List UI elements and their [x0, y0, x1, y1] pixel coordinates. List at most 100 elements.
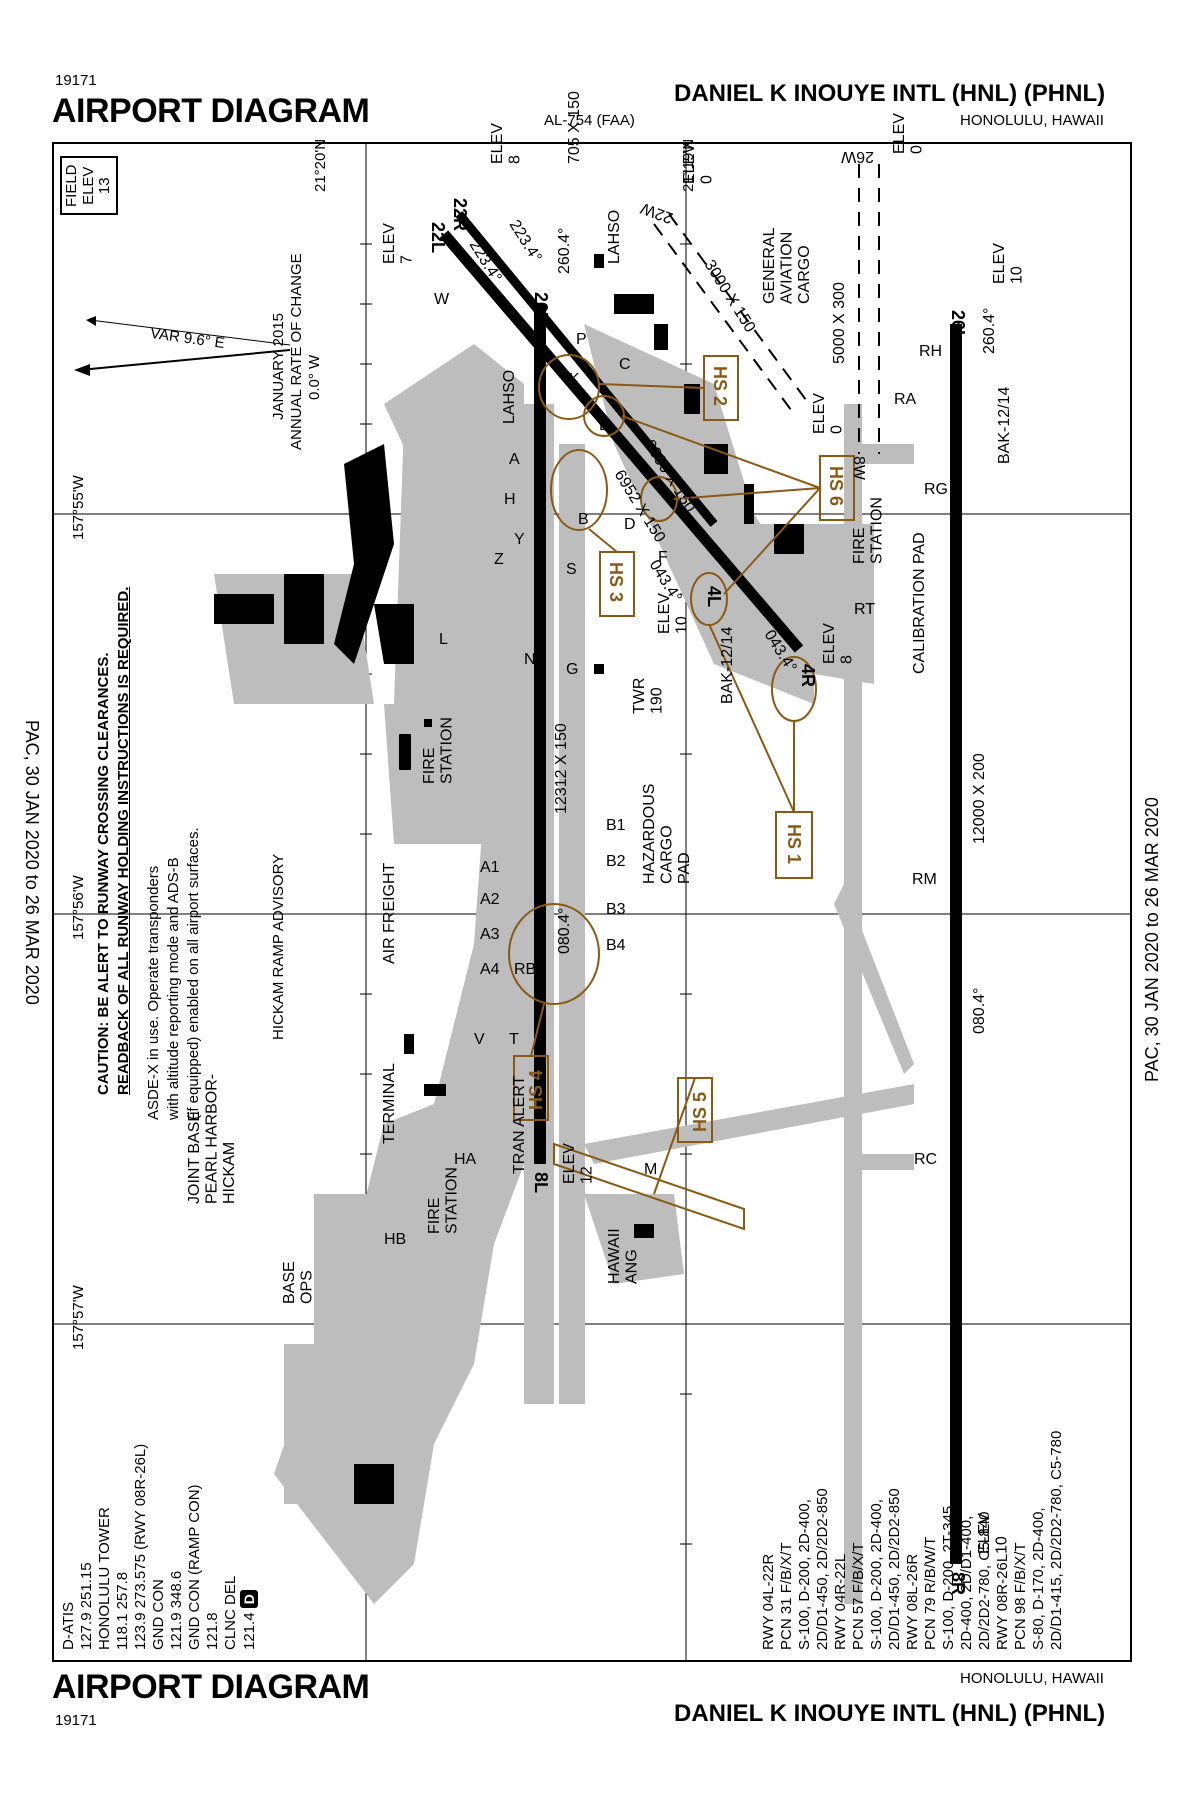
- rwy-8r-label: 8R: [948, 1572, 968, 1595]
- variation-arrows: [74, 316, 291, 376]
- hs1-leader-b: [708, 623, 795, 813]
- freq-ramp-value: 121.8: [204, 1612, 221, 1650]
- rwy-info-04l: RWY 04L-22R: [760, 1553, 777, 1650]
- taxiway-d-label: D: [624, 516, 636, 533]
- taxiway-v-label: V: [474, 1031, 485, 1048]
- lon-2: 157°56'W: [70, 875, 87, 940]
- terminal-building-1: [334, 444, 394, 664]
- cargo-bldg-3: [654, 324, 668, 350]
- taxiway-g-label: G: [566, 661, 578, 678]
- base-ops-label: BASEOPS: [281, 1261, 316, 1304]
- terminal-building-2: [284, 574, 324, 644]
- hot-spots: [508, 354, 855, 1231]
- rwy-info-04l-pcn: PCN 31 F/B/X/T: [778, 1542, 795, 1650]
- runway-04R-22L: [439, 230, 804, 653]
- elev-0-c: ELEV0: [811, 393, 846, 434]
- freq-gnd-values: 121.9 348.6: [168, 1570, 185, 1650]
- terminal-building-3: [214, 594, 274, 624]
- hs4-leader: [530, 1003, 545, 1057]
- airport-name-top: DANIEL K INOUYE INTL (HNL) (PHNL): [674, 80, 1106, 107]
- caution-line-2: READBACK OF ALL RUNWAY HOLDING INSTRUCTI…: [115, 586, 132, 1095]
- taxiway-p-label: P: [576, 331, 587, 348]
- rwy-8w-label: 8W: [850, 456, 867, 481]
- general-aviation-label: GENERALAVIATIONCARGO: [761, 227, 813, 304]
- jbphh-label: JOINT BASEPEARL HARBOR-HICKAM: [186, 1074, 238, 1204]
- rwy-info-04l-a: S-100, D-200, 2D-400,: [796, 1499, 813, 1650]
- asde-line-1: ASDE-X in use. Operate transponders: [145, 865, 162, 1120]
- hazardous-cargo-label: HAZARDOUSCARGOPAD: [641, 784, 693, 884]
- annual-line-3: 0.0° W: [306, 354, 323, 400]
- hdg-260-a: 260.4°: [556, 228, 573, 274]
- taxiway-ra: [844, 404, 862, 1604]
- hot-spot-4-ellipse: [508, 903, 600, 1005]
- taxiway-rb-label: RB: [514, 961, 536, 978]
- hickam-ramp-advisory: HICKAM RAMP ADVISORY: [270, 853, 287, 1040]
- hs4-label: HS 4: [526, 1070, 546, 1110]
- taxiway-c-label: C: [619, 356, 631, 373]
- taxiway-rc: [854, 1154, 914, 1170]
- asde-line-2: with altitude reporting mode and ADS-B: [165, 857, 182, 1120]
- city-top: HONOLULU, HAWAII: [960, 112, 1104, 129]
- rwy-info-08l-pcn: PCN 79 R/B/W/T: [922, 1536, 939, 1650]
- rwy-22w-label: 22W: [638, 199, 676, 227]
- freq-datis-values: 127.9 251.15: [78, 1562, 95, 1650]
- taxiway-n-label: N: [524, 651, 536, 668]
- runway-08R-26L: [950, 324, 962, 1564]
- freq-ramp: GND CON (RAMP CON): [186, 1484, 203, 1650]
- rwy-info-04r: RWY 04R-22L: [832, 1553, 849, 1650]
- taxiway-e-label: E: [599, 417, 610, 434]
- fire-station-label-2: FIRESTATION: [851, 497, 886, 564]
- freq-clnc-number: 121.4: [241, 1612, 258, 1650]
- lon-1: 157°55'W: [70, 475, 87, 540]
- elev-10-b: ELEV10: [991, 243, 1026, 284]
- taxiway-ra-label: RA: [894, 391, 917, 408]
- dim-5000: 5000 X 300: [831, 282, 848, 364]
- taxiway-ha-label: HA: [454, 1151, 477, 1168]
- rwy-4l-label: 4L: [704, 586, 724, 607]
- cargo-bldg-1: [594, 254, 604, 268]
- rwy-info-08r: RWY 08R-26L: [994, 1553, 1011, 1650]
- taxiway-t-label: T: [509, 1031, 519, 1048]
- field-elev-line1: FIELD: [63, 164, 80, 207]
- south-ramp: [744, 524, 874, 684]
- airport-name-bottom: DANIEL K INOUYE INTL (HNL) (PHNL): [674, 1700, 1106, 1727]
- cargo-bldg-4: [684, 384, 700, 414]
- taxiway-s-label: S: [566, 561, 577, 578]
- tran-alert-bldg: [424, 1084, 446, 1096]
- runway-08L-26R: [534, 304, 546, 1164]
- freq-tower-values: 118.1 257.8: [114, 1571, 131, 1650]
- rwy-8l-label: 8L: [531, 1172, 551, 1193]
- hdg-080-b: 080.4°: [971, 988, 988, 1034]
- freq-clnc-value: 121.4 D: [240, 1444, 259, 1650]
- rwy-info-08l-c: 2D/2D2-780, C5-840: [976, 1511, 993, 1650]
- chart-title-bottom: AIRPORT DIAGRAM: [52, 1668, 370, 1706]
- elev-12: ELEV12: [561, 1143, 596, 1184]
- ang-ramp: [584, 1194, 684, 1284]
- hs3-label: HS 3: [606, 562, 626, 602]
- terminal-hickam: [404, 1034, 414, 1054]
- apron-lower: [384, 704, 524, 844]
- hs6-leader-a: [621, 415, 821, 489]
- fire-station-label-3: FIRESTATION: [426, 1167, 461, 1234]
- taxiway-z-label: Z: [494, 551, 504, 568]
- freq-tower: HONOLULU TOWER: [96, 1507, 113, 1650]
- taxiway-rm-label: RM: [912, 871, 937, 888]
- freq-gnd: GND CON: [150, 1579, 167, 1650]
- hawaii-ang-label: HAWAIIANG: [606, 1228, 641, 1284]
- hs3-leader: [588, 528, 618, 553]
- hs1-label: HS 1: [784, 824, 804, 864]
- cargo-bldg-5: [704, 444, 728, 474]
- fire-station-south: [774, 524, 804, 554]
- rwy-22r-label: 22R: [450, 198, 470, 231]
- lat-top-left: 21°20'N: [312, 138, 329, 192]
- hs6-leader-c: [723, 487, 821, 595]
- taxiway-rb: [584, 1084, 914, 1164]
- lat-top-right: 21°19'N: [680, 138, 697, 192]
- rwy-info-08r-b: 2D/D1-415, 2D/2D2-780, C5-780: [1048, 1430, 1065, 1650]
- al-number: AL-754 (FAA): [544, 112, 635, 129]
- taxiway-w-label: W: [434, 291, 450, 308]
- hickam-hangar: [354, 1464, 394, 1504]
- taxiway-y-label: Y: [514, 531, 525, 548]
- taxiway-m-label: M: [644, 1161, 657, 1178]
- taxiway-a4-label: A4: [480, 961, 500, 978]
